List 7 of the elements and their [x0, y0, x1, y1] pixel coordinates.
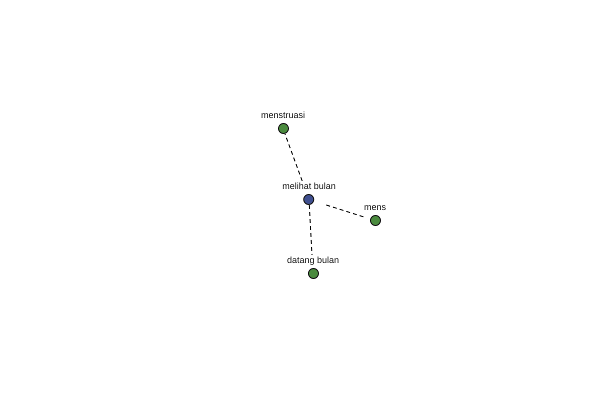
dashed-connector [284, 134, 303, 182]
node-label: mens [364, 202, 386, 213]
dashed-connector [326, 204, 364, 218]
dashed-connector [308, 204, 312, 256]
node-label: menstruasi [261, 110, 305, 121]
node-label: datang bulan [286, 255, 340, 266]
node-label: melihat bulan [282, 181, 336, 192]
